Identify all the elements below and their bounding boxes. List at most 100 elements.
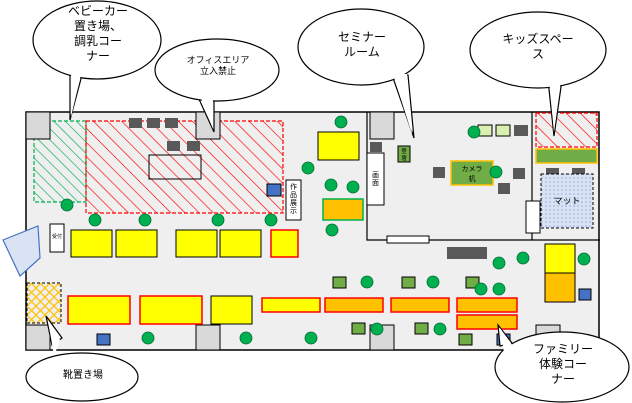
pillar (195, 324, 221, 351)
small-sign-label: 受付 (52, 233, 62, 240)
plant (426, 275, 440, 289)
plant (304, 331, 318, 345)
small-sign (49, 223, 65, 253)
exhibit-label: 作品展示 (290, 182, 297, 215)
office-chair (187, 141, 200, 151)
chair (513, 168, 525, 179)
office-no-entry-label: オフィスエリア 立入禁止 (186, 56, 250, 78)
shoe-area-label: 靴置き場 (63, 370, 103, 381)
plant (467, 125, 481, 139)
plant (346, 180, 360, 194)
chair (351, 322, 366, 335)
baby-corner-label: ベビーカー 置き場、 調乳コー ナー (67, 4, 128, 63)
office-table (148, 154, 202, 180)
family-corner-label: ファミリー 体験コー ナー (532, 342, 593, 386)
callout-shoe (25, 315, 139, 402)
table (175, 229, 218, 258)
office-no-entry-area (85, 120, 284, 214)
table (390, 297, 450, 313)
plant (60, 198, 74, 212)
podium (397, 145, 411, 163)
plant (334, 115, 348, 129)
table (115, 229, 158, 258)
table (456, 297, 518, 313)
podium-label: 登壇 (401, 147, 407, 162)
baby-corner-area (33, 120, 87, 203)
plant (141, 331, 155, 345)
plant (577, 252, 591, 266)
table (210, 295, 253, 325)
table (324, 297, 384, 313)
plants (60, 115, 591, 345)
plant (474, 282, 488, 296)
table (270, 229, 299, 258)
exhibit-panel (285, 179, 302, 221)
table (322, 198, 364, 221)
plant (489, 165, 503, 179)
camera-desk (450, 160, 494, 186)
pillar (25, 111, 51, 140)
callout-kids (469, 11, 607, 137)
cabinet (525, 200, 541, 234)
chair (332, 276, 347, 289)
plant (360, 275, 374, 289)
chair (433, 167, 445, 178)
chair (495, 124, 511, 137)
chair (458, 333, 473, 346)
pillar (369, 111, 395, 140)
mat (540, 173, 594, 229)
plant (325, 223, 339, 237)
plant (492, 256, 506, 270)
office-chair (167, 141, 180, 151)
kids-bench (535, 148, 598, 164)
table (317, 131, 360, 161)
seat-blue (266, 183, 282, 197)
door-seminar (386, 235, 430, 244)
plant (516, 251, 530, 265)
callout-office (154, 38, 280, 133)
entrance-door (2, 225, 41, 277)
plant (138, 213, 152, 227)
table (70, 229, 113, 258)
camera-label: カメラ机 (462, 165, 483, 183)
plant (211, 213, 225, 227)
callout-seminar (297, 8, 425, 139)
chair (514, 125, 528, 136)
plant (301, 161, 315, 175)
dark-bench (447, 247, 487, 259)
plant (264, 213, 278, 227)
kids-space-label: キッズスペー ス (502, 32, 574, 61)
table (261, 297, 321, 313)
seat-blue (578, 288, 592, 301)
seat-blue (96, 333, 111, 346)
screen-panel (366, 152, 385, 206)
callout-family (494, 323, 630, 403)
table (456, 314, 518, 330)
chair (414, 322, 429, 335)
kids-space-hatch (535, 112, 598, 148)
mat-label: マット (553, 197, 580, 207)
screen-speaker (370, 142, 382, 152)
callout-baby-corner (32, 0, 162, 121)
plant (370, 322, 384, 336)
chair (401, 276, 416, 289)
chair (498, 183, 510, 194)
plant (88, 213, 102, 227)
table (219, 229, 262, 258)
plant (324, 178, 338, 192)
chair (465, 276, 480, 289)
table (139, 295, 203, 325)
office-chair (129, 118, 142, 128)
screen-label: 画面 (372, 171, 379, 187)
plant (433, 322, 447, 336)
seminar-room-label: セミナー ルーム (337, 30, 386, 59)
plant (492, 282, 506, 296)
shoe-area (26, 282, 62, 324)
plant (239, 331, 253, 345)
table-tall-orange (544, 272, 576, 303)
office-chair (147, 118, 160, 128)
pillar (25, 324, 51, 351)
office-chair (165, 118, 178, 128)
table (67, 295, 131, 325)
